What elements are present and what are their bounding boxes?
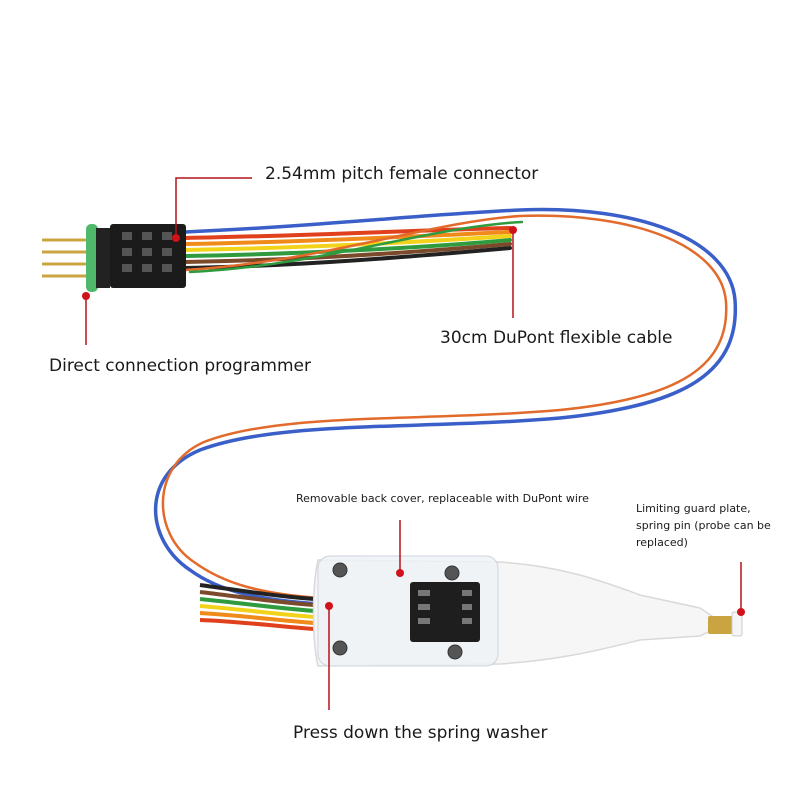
- washer-label: Press down the spring washer: [293, 723, 548, 743]
- programmer-label: Direct connection programmer: [49, 356, 311, 376]
- back-cover-label: Removable back cover, replaceable with D…: [296, 492, 589, 505]
- guard-plate-label: Limiting guard plate, spring pin (probe …: [636, 500, 796, 551]
- cover-screws: [332, 562, 463, 660]
- guard-ring: [86, 224, 98, 292]
- guard-label-line-1: Limiting guard plate,: [636, 502, 751, 515]
- header-pins: [42, 238, 92, 278]
- callout-lines: [85, 177, 742, 710]
- callout-dots: [82, 226, 745, 616]
- blue-cable-loop: [153, 207, 738, 606]
- guard-label-line-3: replaced): [636, 536, 688, 549]
- guard-label-line-2: spring pin (probe can be: [636, 519, 771, 532]
- spring-pin-tip: [708, 611, 743, 637]
- probe-inner-connector: [410, 582, 480, 642]
- connector-label: 2.54mm pitch female connector: [265, 164, 539, 184]
- ribbon-cable-bottom: [199, 583, 331, 632]
- inner-connector-pins: [418, 590, 472, 624]
- pin-header-block: [96, 228, 110, 288]
- cable-label: 30cm DuPont flexible cable: [440, 328, 673, 348]
- connector-slots: [122, 232, 172, 272]
